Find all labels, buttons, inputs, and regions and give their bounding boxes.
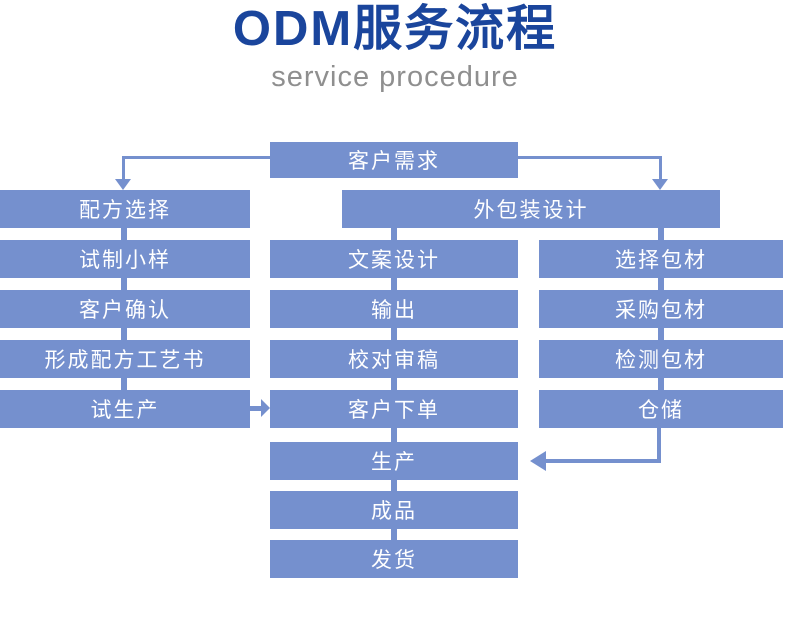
flow-step-proofreading: 校对审稿 [270, 340, 518, 378]
flow-step-production: 生产 [270, 442, 518, 480]
flow-step-trial-production: 试生产 [0, 390, 250, 428]
arrow-down-icon [115, 179, 131, 190]
flow-step-finished-product: 成品 [270, 491, 518, 529]
connector-line [250, 406, 262, 411]
flow-source-box: 客户需求 [270, 142, 518, 178]
flow-step-customer-order: 客户下单 [270, 390, 518, 428]
flow-step-trial-sample: 试制小样 [0, 240, 250, 278]
connector-line [121, 328, 127, 340]
connector-line [658, 228, 664, 240]
flow-step-inspect-packaging: 检测包材 [539, 340, 783, 378]
connector-line [391, 228, 397, 240]
connector-line [391, 378, 397, 390]
flow-step-select-packaging: 选择包材 [539, 240, 783, 278]
connector-line [658, 278, 664, 290]
connector-line [518, 156, 662, 159]
flow-step-warehousing: 仓储 [539, 390, 783, 428]
arrow-right-icon [261, 399, 270, 417]
arrow-left-icon [530, 451, 546, 471]
connector-line [658, 328, 664, 340]
packaging-design-box: 外包装设计 [342, 190, 720, 228]
connector-line [391, 480, 397, 491]
connector-line [658, 378, 664, 390]
page-title: ODM服务流程 [232, 2, 558, 56]
page-subtitle: service procedure [271, 61, 519, 93]
flow-step-formula-process-doc: 形成配方工艺书 [0, 340, 250, 378]
connector-line [122, 156, 270, 159]
connector-line [391, 428, 397, 442]
connector-line [121, 228, 127, 240]
connector-line [391, 278, 397, 290]
flow-step-customer-confirm: 客户确认 [0, 290, 250, 328]
connector-line [391, 328, 397, 340]
connector-line [122, 156, 125, 180]
connector-line [121, 378, 127, 390]
flow-step-output: 输出 [270, 290, 518, 328]
connector-line [391, 529, 397, 540]
flow-step-formula-selection: 配方选择 [0, 190, 250, 228]
flow-step-shipping: 发货 [270, 540, 518, 578]
connector-line [657, 428, 661, 461]
flow-step-purchase-packaging: 采购包材 [539, 290, 783, 328]
flow-step-copywriting-design: 文案设计 [270, 240, 518, 278]
connector-line [659, 156, 662, 180]
connector-line [121, 278, 127, 290]
arrow-down-icon [652, 179, 668, 190]
connector-line [546, 459, 661, 463]
